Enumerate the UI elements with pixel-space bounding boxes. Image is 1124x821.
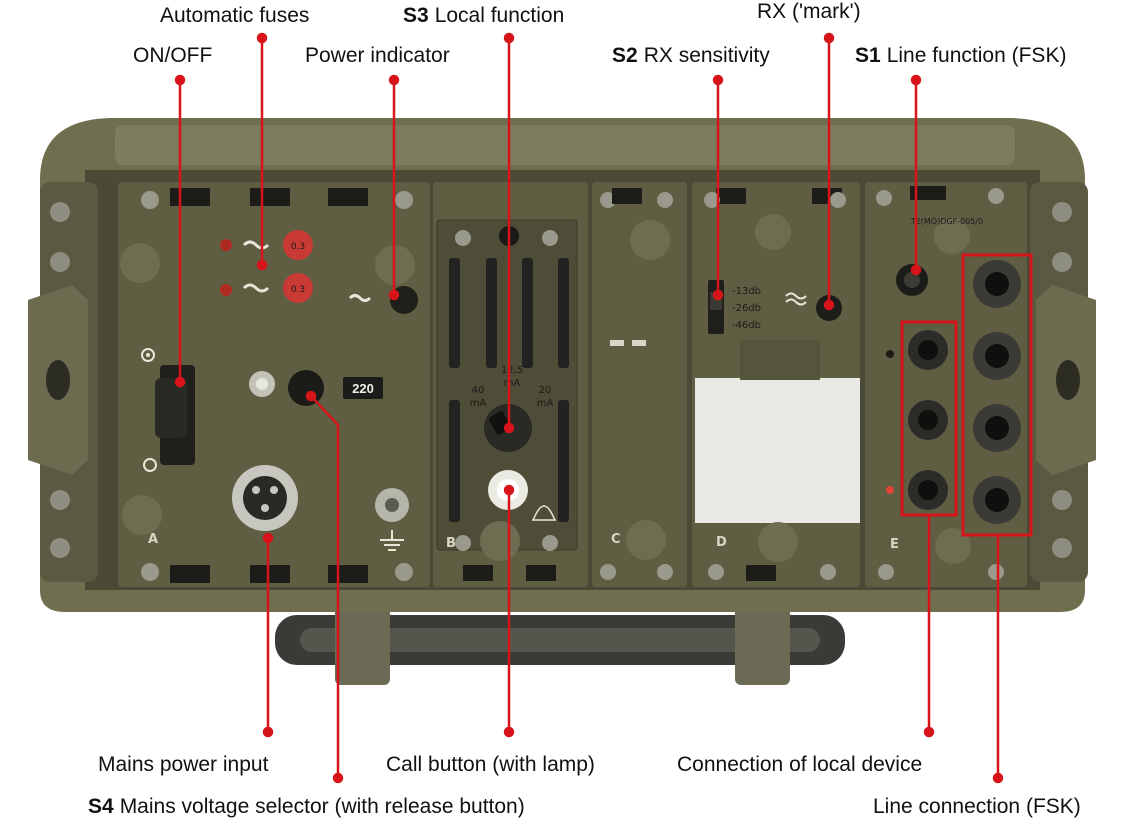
module-e-letter: E [890,537,899,552]
callout-lines [174,32,1004,784]
current-12-5: 12,5 [501,365,523,376]
module-e-type: TE(MO)DGF-005/0 [910,217,983,226]
module-d-letter: D [716,535,727,550]
label-s3-code: S3 [403,4,429,27]
label-call-button: Call button (with lamp) [386,753,595,776]
current-unit-mid: mA [504,378,521,389]
label-s1-code: S1 [855,44,881,67]
label-s4-code: S4 [88,795,114,818]
line-connection-jacks [973,260,1021,524]
label-s2-code: S2 [612,44,638,67]
label-s1-text: Line function (FSK) [886,44,1067,67]
label-plate [695,378,860,523]
fuse-1-rating: 0.3 [291,242,305,252]
right-bracket [1030,182,1096,582]
module-b-letter: B [446,536,456,551]
label-connection-local-device: Connection of local device [677,753,923,776]
label-on-off: ON/OFF [133,44,213,67]
module-e-panel [865,182,1027,587]
voltage-window-value: 220 [352,381,374,396]
label-s3-text: Local function [434,4,565,27]
current-unit-left: mA [470,398,487,409]
module-c-letter: C [611,532,621,547]
db-13: -13db [732,286,761,297]
device-printed-text: 0.3 0.3 220 40 mA 12,5 mA 20 mA -13db -2… [148,217,983,552]
current-20: 20 [539,385,552,396]
module-a-panel [118,182,430,587]
label-s2-text: RX sensitivity [643,44,770,67]
current-40: 40 [472,385,485,396]
label-automatic-fuses: Automatic fuses [160,4,310,27]
module-a-letter: A [148,532,158,547]
label-rx-mark: RX ('mark') [757,0,861,23]
left-bracket [28,182,98,582]
local-device-jacks [908,330,948,510]
fuse-1-icon [283,230,313,260]
label-mains-power-input: Mains power input [98,753,269,776]
db-26: -26db [732,303,761,314]
current-unit-right: mA [537,398,554,409]
fuse-2-icon [283,273,313,303]
label-power-indicator: Power indicator [305,44,450,67]
carry-handle [275,595,845,685]
fuse-2-rating: 0.3 [291,285,305,295]
label-line-connection: Line connection (FSK) [873,795,1081,818]
voltage-selector-knob-icon [288,370,324,406]
db-46: -46db [732,320,761,331]
label-s4-text: Mains voltage selector (with release but… [119,795,525,818]
on-off-toggle-icon [155,378,187,438]
module-d-panel [692,182,860,587]
module-c-panel [592,182,687,587]
